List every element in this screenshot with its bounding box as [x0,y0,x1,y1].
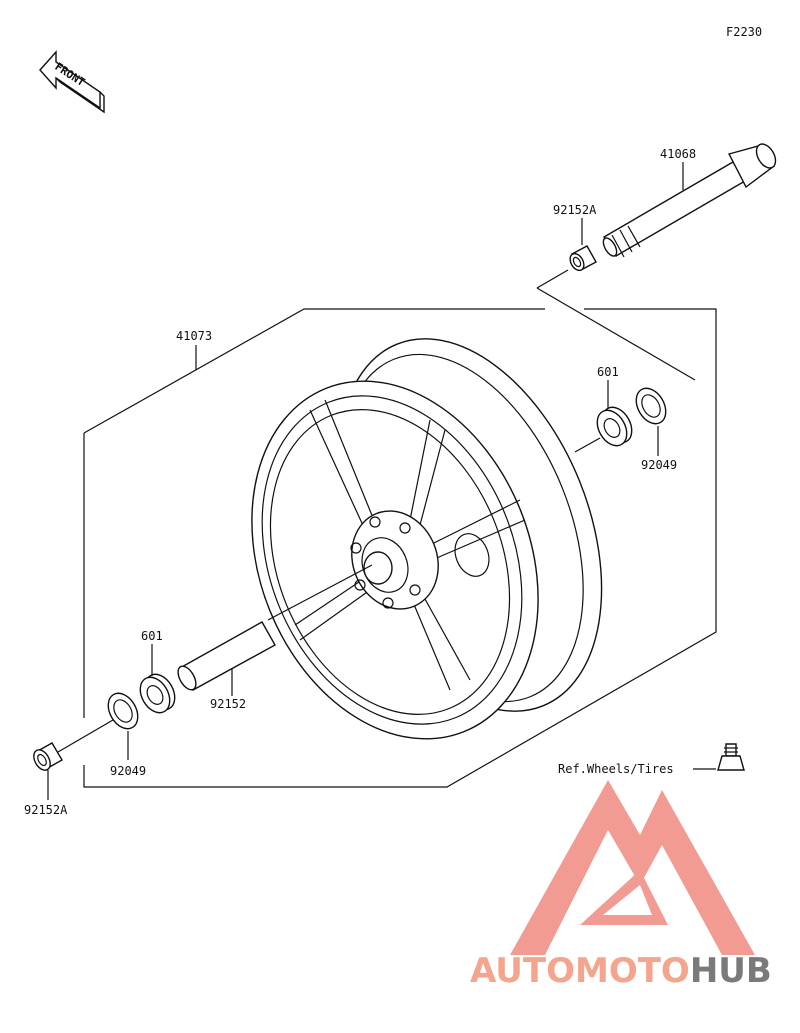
assembly-frame-right [83,308,717,788]
leader-bearing-right-axis [574,437,601,453]
label-seal-right: 92049 [641,458,677,472]
label-axle: 41068 [660,147,696,161]
collar-top-part [569,245,597,272]
bearing-right-part [596,406,633,447]
leader-spacer-axis [267,564,373,621]
label-collar-bottom: 92152A [24,803,68,817]
reference-label: Ref.Wheels/Tires [558,762,674,776]
figure-code: F2230 [726,25,762,39]
wheel-part [251,338,603,740]
bearing-left-part [139,673,176,714]
seal-left-part [107,692,139,730]
assembly-frame-top [83,308,545,434]
watermark-text: AUTOMOTOHUB [470,951,772,991]
axle-part [602,143,777,258]
label-collar-top: 92152A [553,203,597,217]
label-wheel: 41073 [176,329,212,343]
label-bearing-left: 601 [141,629,163,643]
front-arrow-icon: FRONT [39,50,105,114]
spacer-part [177,621,276,691]
leader-collar-bottom-axis [57,719,114,753]
leader-collar-top [536,269,569,289]
seal-right-part [635,387,667,425]
collar-bottom-part [33,742,63,771]
bracket-top [536,287,696,381]
label-spacer: 92152 [210,697,246,711]
label-bearing-right: 601 [597,365,619,379]
valve-stem-part [717,743,745,771]
label-seal-left: 92049 [110,764,146,778]
watermark-logo [510,780,755,955]
